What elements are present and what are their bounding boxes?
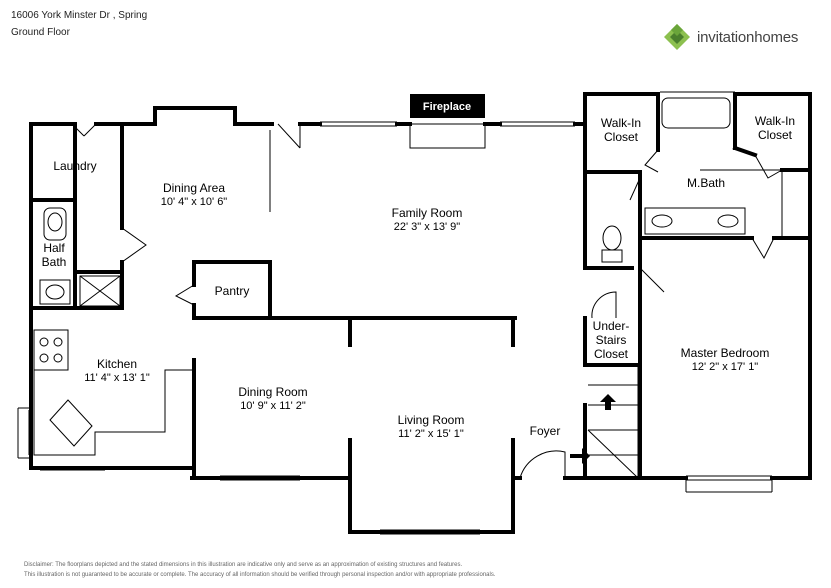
door-understairs bbox=[591, 291, 617, 319]
brand-name-part2: homes bbox=[754, 28, 799, 46]
fireplace-label: Fireplace bbox=[422, 101, 472, 113]
room-name: Living Room bbox=[397, 413, 465, 427]
floor-label: Ground Floor bbox=[11, 27, 70, 38]
wall-closet-right-angle bbox=[732, 145, 758, 158]
sink-halfbath-icon bbox=[39, 279, 71, 305]
entry-arrow-icon bbox=[570, 448, 590, 464]
shower-halfbath-icon bbox=[79, 275, 121, 307]
room-name: Kitchen bbox=[96, 357, 138, 371]
toilet-mbath-icon bbox=[602, 225, 622, 251]
door-closet-right bbox=[754, 154, 783, 179]
logo-mark-icon bbox=[664, 24, 690, 50]
disclaimer-line-2: This illustration is not guaranteed to b… bbox=[24, 572, 496, 578]
room-dims: 10' 9" x 11' 2" bbox=[240, 400, 306, 412]
room-name: Pantry bbox=[214, 284, 250, 298]
room-foyer: Foyer bbox=[530, 424, 561, 438]
room-name: Foyer bbox=[529, 424, 561, 438]
door-bedroom bbox=[639, 267, 665, 300]
wall-pantry bbox=[192, 260, 272, 320]
toilet-halfbath-icon bbox=[43, 207, 67, 241]
stairs-up-arrow-icon bbox=[600, 394, 616, 410]
room-name: M.Bath bbox=[686, 176, 726, 190]
door-laundry bbox=[71, 123, 97, 137]
room-dims: 10' 4" x 10' 6" bbox=[160, 196, 228, 208]
door-foyer bbox=[519, 450, 566, 479]
room-name: Under- bbox=[592, 319, 630, 333]
room-pantry: Pantry bbox=[215, 284, 250, 298]
fireplace-block bbox=[410, 94, 485, 118]
wall-closet-left bbox=[583, 122, 634, 270]
room-name: Family Room bbox=[391, 206, 463, 220]
room-name: Stairs bbox=[595, 333, 627, 347]
door-bath bbox=[751, 237, 775, 260]
room-name: Dining Room bbox=[238, 385, 308, 399]
room-dims: 11' 2" x 15' 1" bbox=[398, 428, 464, 440]
door-closet-left bbox=[644, 149, 659, 173]
room-name: Closet bbox=[593, 347, 628, 361]
kitchen-sink-icon bbox=[49, 399, 93, 447]
room-name: Walk-In bbox=[754, 114, 796, 128]
room-master-bath: M.Bath bbox=[687, 176, 725, 190]
brand-name: invitationhomes bbox=[697, 29, 798, 46]
door-pantry bbox=[174, 284, 195, 306]
vanity-icon bbox=[644, 207, 746, 235]
room-dims: 22' 3" x 13' 9" bbox=[393, 221, 461, 233]
door-family bbox=[277, 123, 301, 149]
bathtub-icon bbox=[661, 97, 731, 129]
brand-name-part1: invitation bbox=[697, 28, 755, 46]
room-name: Laundry bbox=[53, 159, 97, 173]
room-name: Closet bbox=[757, 128, 793, 142]
door-laundry-side bbox=[121, 227, 147, 263]
fireplace-hearth bbox=[409, 123, 486, 149]
room-dims: 12' 2" x 17' 1" bbox=[691, 361, 759, 373]
room-dims: 11' 4" x 13' 1" bbox=[84, 372, 150, 384]
kitchen-counter bbox=[33, 369, 192, 456]
wall-outer-left bbox=[29, 122, 194, 470]
property-address: 16006 York Minster Dr , Spring bbox=[11, 10, 148, 21]
room-name: Half bbox=[43, 241, 65, 255]
room-name: Closet bbox=[603, 130, 639, 144]
room-laundry: Laundry bbox=[53, 159, 96, 173]
disclaimer-line-1: Disclaimer: The floorplans depicted and … bbox=[24, 562, 463, 568]
brand-logo: invitationhomes bbox=[663, 22, 798, 52]
room-name: Walk-In bbox=[600, 116, 642, 130]
door-toilet bbox=[629, 177, 641, 201]
stove-icon bbox=[33, 329, 69, 371]
room-name: Dining Area bbox=[162, 181, 226, 195]
room-name: Master Bedroom bbox=[680, 346, 770, 360]
room-name: Bath bbox=[41, 255, 67, 269]
